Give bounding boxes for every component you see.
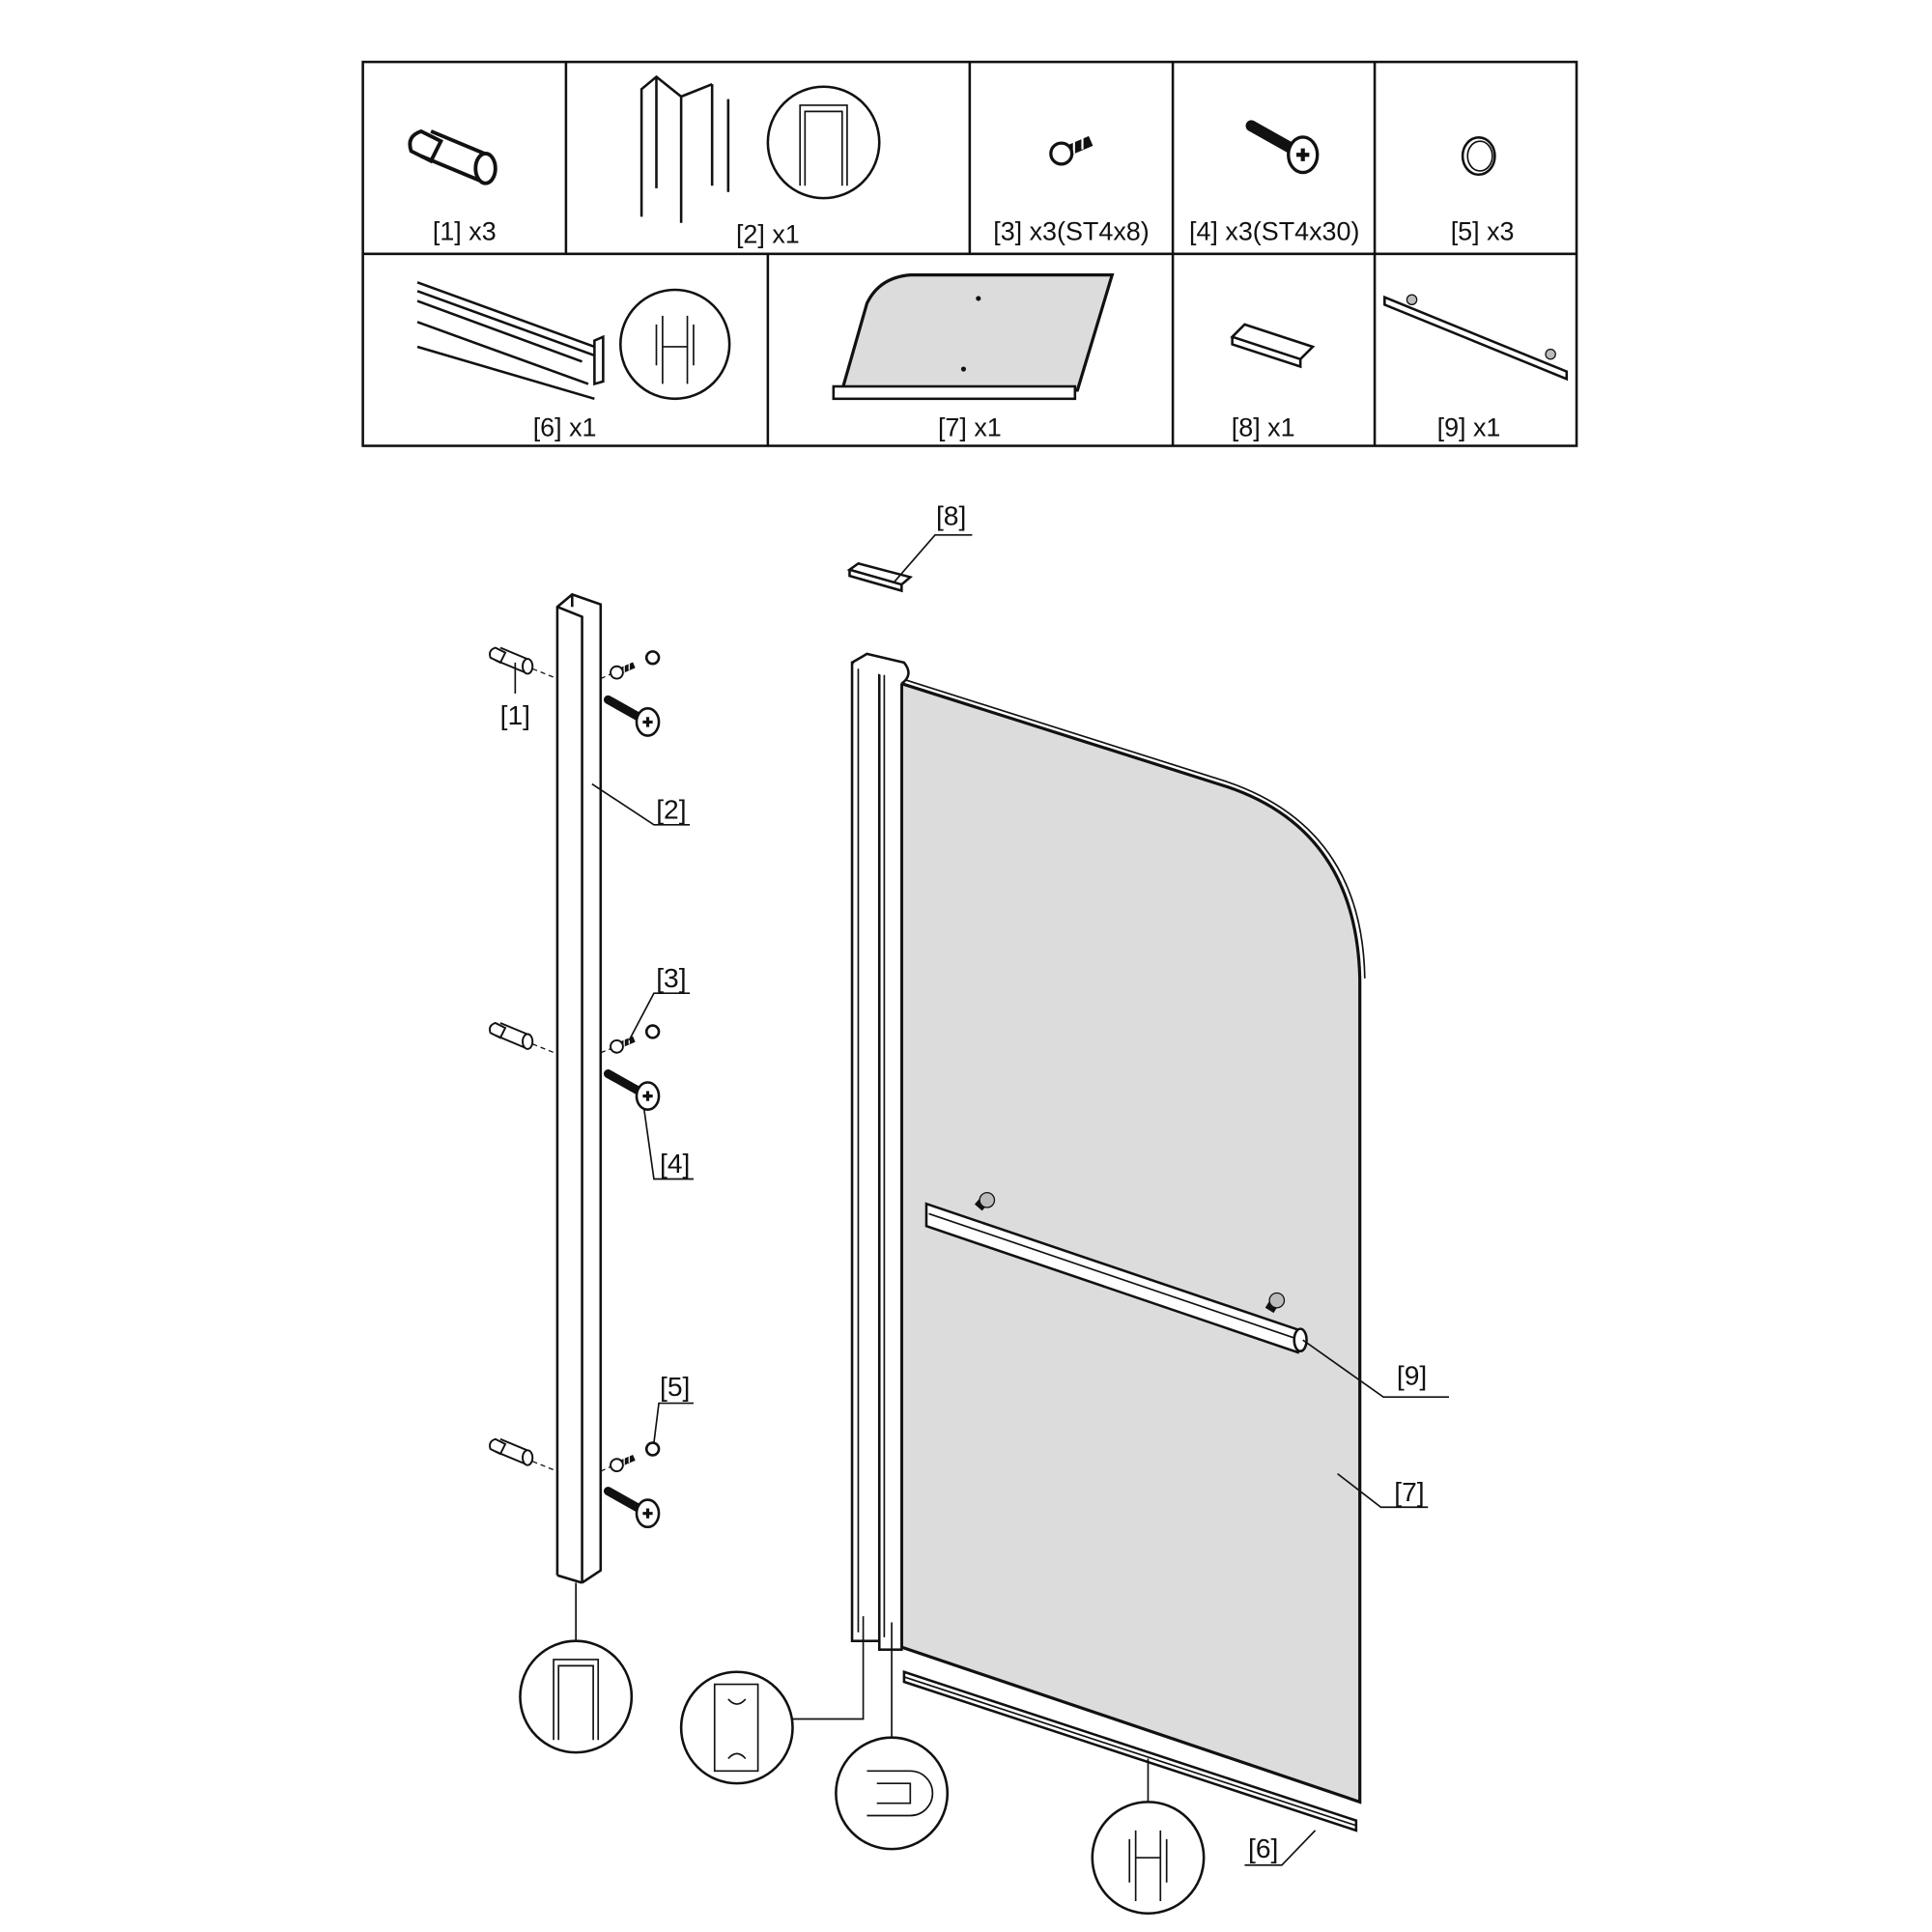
part-label: [5] x3: [1451, 217, 1515, 246]
towel-bar-icon: [1383, 294, 1569, 382]
part-label: [6] x1: [533, 412, 597, 441]
part-label: [1] x3: [433, 217, 497, 246]
callout-9: [9]: [1397, 1359, 1427, 1390]
screw-cap-icon: [644, 650, 661, 1457]
towel-bar-icon: [924, 1191, 1308, 1354]
short-screw-icon: [611, 663, 634, 1471]
wall-plug-icon: [408, 128, 497, 185]
bottom-seal-icon: [902, 1669, 1358, 1833]
part-label: [8] x1: [1232, 412, 1295, 441]
part-label: [4] x3(ST4x30): [1189, 217, 1359, 246]
callout-1: [1]: [500, 699, 530, 730]
glass-panel-icon: [832, 273, 1115, 401]
hinge-detail-icon: [835, 1736, 950, 1851]
part-label: [2] x1: [736, 219, 800, 248]
part-label: [9] x1: [1437, 412, 1501, 441]
profile-detail-icon: [519, 1639, 634, 1754]
top-cap-icon: [1230, 323, 1316, 369]
callout-5: [5]: [660, 1371, 690, 1402]
long-screw-icon: [1251, 126, 1317, 172]
callout-6: [6]: [1248, 1833, 1278, 1863]
callout-8: [8]: [936, 500, 966, 531]
top-cap-icon: [846, 561, 914, 593]
wall-plug-icon: [489, 646, 534, 1466]
bottom-seal-icon: [416, 281, 731, 401]
short-screw-icon: [1051, 137, 1091, 164]
screw-cap-icon: [1461, 136, 1496, 177]
callouts: [1] [2] [3] [4] [5] [8] [9] [7] [6]: [500, 500, 1450, 1866]
callout-7: [7]: [1394, 1476, 1424, 1507]
callout-4: [4]: [660, 1148, 690, 1179]
callout-3: [3]: [656, 962, 686, 993]
wall-profile-icon: [639, 74, 881, 223]
hinge-profile-detail-icon: [679, 1670, 794, 1785]
wall-profile-assembly: [489, 592, 661, 1754]
part-label: [3] x3(ST4x8): [993, 217, 1150, 246]
part-label: [7] x1: [938, 412, 1002, 441]
parts-table: [1] x3 [2] x1 [3] x3(ST4x8) [4] x3(ST4x3…: [361, 60, 1578, 447]
callout-2: [2]: [656, 793, 686, 824]
door-assembly: [679, 561, 1366, 1916]
